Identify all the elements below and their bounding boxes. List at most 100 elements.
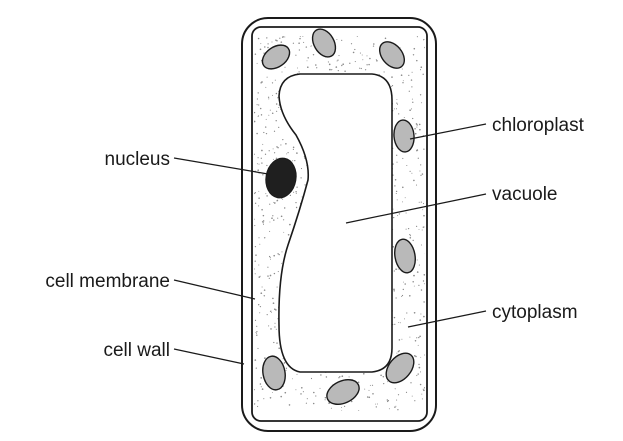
cytoplasm-dot [404, 197, 406, 199]
cytoplasm-dot [258, 104, 260, 106]
cytoplasm-dot [324, 397, 327, 399]
cytoplasm-dot [349, 62, 351, 64]
cytoplasm-dot [296, 152, 298, 154]
cytoplasm-dot [289, 194, 292, 197]
cytoplasm-dot [272, 215, 274, 217]
cytoplasm-dot [420, 244, 423, 246]
cytoplasm-dot [262, 214, 265, 217]
cytoplasm-dot [254, 192, 256, 194]
cytoplasm-dot [416, 259, 418, 261]
cytoplasm-dot [310, 45, 312, 47]
cytoplasm-dot [375, 406, 377, 408]
cytoplasm-dot [259, 275, 261, 277]
cytoplasm-dot [408, 90, 410, 92]
cytoplasm-dot [413, 179, 415, 182]
cytoplasm-dot [393, 270, 395, 272]
cytoplasm-dot [263, 131, 265, 134]
cytoplasm-dot [261, 162, 263, 164]
cytoplasm-dot [394, 388, 396, 390]
cytoplasm-dot [271, 112, 274, 114]
label-nucleus: nucleus [105, 149, 171, 170]
cytoplasm-dot [404, 283, 406, 285]
cytoplasm-dot [421, 229, 423, 231]
cytoplasm-dot [354, 48, 356, 51]
cytoplasm-dot [284, 391, 287, 394]
cytoplasm-dot [271, 217, 273, 220]
cytoplasm-dot [406, 164, 408, 167]
cytoplasm-dot [369, 384, 371, 386]
cytoplasm-dot [409, 170, 411, 172]
cytoplasm-dot [263, 237, 266, 239]
nucleus [265, 157, 297, 199]
cytoplasm-dot [281, 71, 283, 73]
cytoplasm-dot [402, 82, 404, 84]
cytoplasm-dot [295, 192, 297, 194]
cytoplasm-dot [275, 328, 277, 330]
cytoplasm-dot [292, 148, 294, 150]
cytoplasm-dot [416, 374, 418, 377]
cytoplasm-dot [285, 367, 288, 369]
cytoplasm-dot [289, 223, 291, 226]
cytoplasm-dot [343, 405, 346, 408]
cytoplasm-dot [260, 386, 262, 388]
cytoplasm-dot [269, 203, 271, 205]
cytoplasm-dot [267, 46, 269, 49]
cytoplasm-dot [254, 268, 256, 270]
cytoplasm-dot [324, 399, 326, 401]
cytoplasm-dot [287, 233, 290, 236]
cytoplasm-dot [397, 268, 399, 270]
cytoplasm-dot [298, 49, 301, 51]
cytoplasm-dot [401, 295, 403, 297]
cytoplasm-dot [283, 36, 285, 37]
cytoplasm-dot [259, 107, 262, 110]
cytoplasm-dot [305, 46, 307, 48]
cytoplasm-dot [281, 251, 283, 253]
cytoplasm-dot [261, 149, 263, 152]
cytoplasm-dot [306, 66, 309, 69]
cytoplasm-dot [272, 297, 274, 300]
cytoplasm-dot [413, 311, 416, 314]
cytoplasm-dot [384, 37, 387, 40]
cytoplasm-dot [423, 389, 425, 392]
cytoplasm-dot [394, 178, 397, 181]
cytoplasm-dot [254, 389, 255, 391]
cytoplasm-dot [402, 201, 404, 203]
cytoplasm-dot [415, 184, 418, 186]
cytoplasm-dot [383, 71, 385, 73]
cytoplasm-dot [307, 57, 309, 59]
cytoplasm-dot [366, 396, 369, 398]
cytoplasm-dot [398, 339, 401, 341]
cytoplasm-dot [306, 60, 308, 62]
cytoplasm-dot [424, 46, 425, 49]
cytoplasm-dot [368, 389, 370, 391]
cytoplasm-dot [412, 101, 414, 103]
chloroplast-top-right [378, 41, 406, 69]
cytoplasm-dot [341, 64, 343, 67]
cytoplasm-dot [423, 283, 425, 285]
cytoplasm-dot [294, 160, 296, 162]
cytoplasm-dot [277, 96, 279, 98]
cytoplasm-dot [412, 117, 414, 120]
cytoplasm-dot [401, 294, 404, 297]
cytoplasm-dot [397, 409, 399, 411]
cytoplasm-dot [399, 322, 401, 324]
cytoplasm-dot [382, 376, 385, 378]
cytoplasm-dot [310, 377, 313, 380]
cytoplasm-dot [276, 342, 278, 344]
cytoplasm-dot [260, 82, 262, 84]
cytoplasm-dot [284, 36, 286, 38]
label-cytoplasm: cytoplasm [492, 302, 578, 323]
cytoplasm-dot [285, 142, 287, 145]
cytoplasm-dot [344, 70, 346, 73]
cytoplasm-dot [275, 110, 278, 112]
cytoplasm-dot [418, 336, 420, 339]
cytoplasm-dot [273, 130, 276, 132]
cytoplasm-dot [328, 63, 331, 66]
cytoplasm-dot [275, 157, 278, 159]
cytoplasm-dot [410, 382, 412, 384]
cytoplasm-dot [357, 381, 360, 384]
cytoplasm-dot [298, 71, 300, 73]
cytoplasm-dot [423, 301, 425, 303]
cytoplasm-dot [411, 98, 413, 100]
